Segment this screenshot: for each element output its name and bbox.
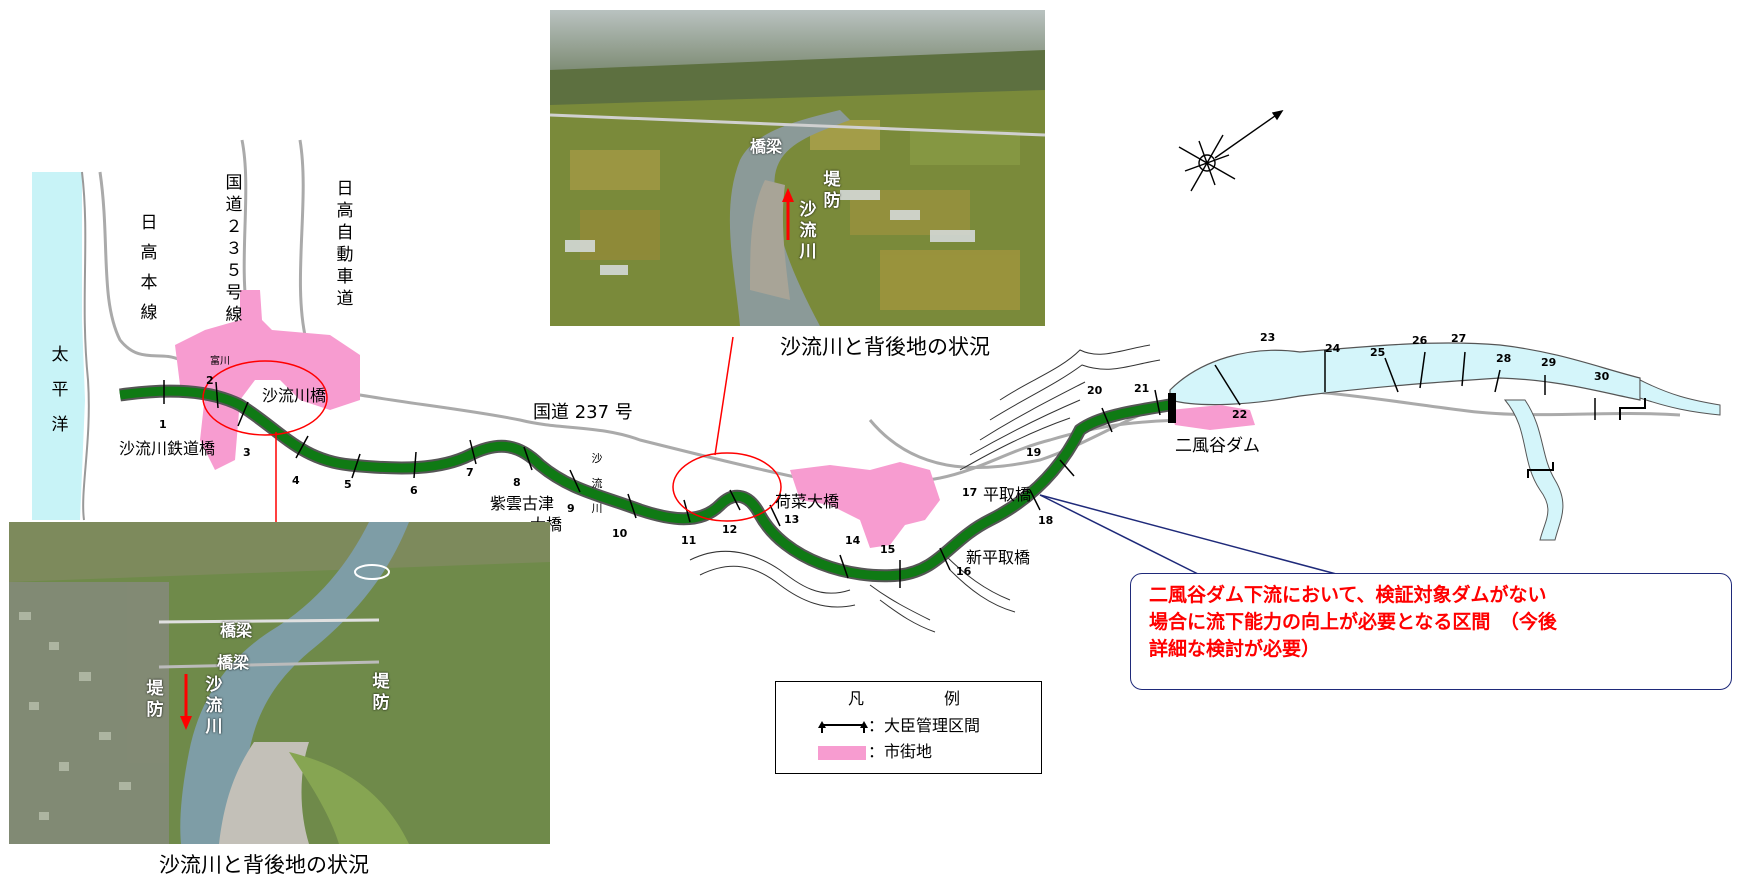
photo-bottom-levee-left-label: 堤防 — [146, 679, 164, 720]
section-number: 24 — [1325, 342, 1341, 355]
section-number: 13 — [784, 513, 800, 526]
shiunkotsu-label: 紫雲古津 — [490, 494, 555, 513]
section-number: 28 — [1496, 352, 1512, 365]
section-number: 3 — [243, 446, 251, 459]
section-number: 18 — [1038, 514, 1054, 527]
river-upstream-end — [1639, 379, 1721, 416]
expressway-label: 日高自動車道 — [336, 179, 354, 309]
bridge-line — [158, 618, 380, 624]
section-number: 9 — [567, 502, 575, 515]
nibutani-dam-label: 二風谷ダム — [1175, 436, 1260, 456]
section-number: 27 — [1451, 332, 1467, 345]
managed-section-bracket-icon — [818, 721, 868, 733]
aerial-photo-upstream: 橋梁 沙流川 堤防 — [550, 10, 1045, 326]
section-number: 22 — [1232, 408, 1248, 421]
section-number: 17 — [962, 486, 978, 499]
reservoir-area — [1169, 342, 1641, 406]
section-number: 4 — [292, 474, 300, 487]
section-number: 10 — [612, 527, 628, 540]
pacific-ocean-label: 太平洋 — [51, 345, 69, 435]
section-number: 11 — [681, 534, 697, 547]
saru-river-label: 沙流川 — [591, 452, 603, 515]
section-number: 1 — [159, 418, 167, 431]
route235-label: 国道２３５号線 — [225, 173, 243, 325]
annotation-marks — [202, 336, 782, 522]
saru-railway-bridge-label: 沙流川鉄道橋 — [119, 439, 216, 458]
callout-line-3: 詳細な検討が必要） — [1149, 638, 1321, 660]
photo-bottom-levee-right-label: 堤防 — [372, 672, 390, 713]
hidaka-line-label: 日高本線 — [140, 213, 158, 323]
photo-top-river-label: 沙流川 — [799, 200, 817, 262]
bridge-line — [158, 660, 380, 669]
section-number: 30 — [1594, 370, 1610, 383]
section-number: 5 — [344, 478, 352, 491]
callout-leaders — [1039, 494, 1341, 576]
section-number: 6 — [410, 484, 418, 497]
section-number: 20 — [1087, 384, 1103, 397]
photo-bottom-bridge1-label: 橋梁 — [220, 621, 253, 640]
coastline — [81, 171, 90, 521]
section-number: 14 — [845, 534, 861, 547]
section-number: 21 — [1134, 382, 1150, 395]
section-number: 7 — [466, 466, 474, 479]
managed-section-line — [119, 386, 1171, 581]
section-number: 2 — [206, 374, 214, 387]
section-number: 8 — [513, 476, 521, 489]
legend-title-2: 例 — [944, 689, 961, 708]
section-ticks — [163, 350, 1596, 588]
nioi-bridge-label: 荷菜大橋 — [775, 492, 840, 511]
legend-title-1: 凡 — [848, 689, 865, 708]
section-number: 12 — [722, 523, 738, 536]
managed-section-bracket-icon — [1527, 398, 1646, 478]
section-number: 15 — [880, 543, 896, 556]
route237-label: 国道 237 号 — [533, 402, 633, 423]
section-number: 23 — [1260, 331, 1276, 344]
pacific-ocean-area — [32, 172, 85, 520]
tomikawa-label: 富川 — [210, 356, 230, 367]
photo-top-levee-label: 堤防 — [823, 170, 841, 211]
saru-bridge-label: 沙流川橋 — [262, 386, 327, 405]
photo-top-caption: 沙流川と背後地の状況 — [780, 335, 990, 359]
map-legend: 凡 例 ：大臣管理区間 ：市街地 — [775, 681, 1042, 774]
new-biratori-bridge-label: 新平取橋 — [966, 548, 1031, 567]
legend-item-managed-section: ：大臣管理区間 — [868, 716, 981, 735]
bridge-line — [550, 113, 1045, 137]
legend-item-urban-area: ：市街地 — [868, 742, 933, 761]
biratori-bridge-label: 平取橋 — [983, 485, 1032, 504]
terrain-contours — [689, 344, 1161, 633]
callout-line-1: 二風谷ダム下流において、検証対象ダムがない — [1149, 584, 1547, 606]
photo-bottom-river-label: 沙流川 — [205, 675, 223, 737]
section-number: 25 — [1370, 346, 1386, 359]
legend-urban-swatch — [818, 746, 866, 760]
aerial-photo-downstream: 橋梁 橋梁 沙流川 堤防 堤防 — [9, 522, 550, 844]
compass-rose-icon — [1178, 109, 1284, 192]
section-number: 26 — [1412, 334, 1428, 347]
flow-capacity-callout: 二風谷ダム下流において、検証対象ダムがない 場合に流下能力の向上が必要となる区間… — [1130, 573, 1732, 690]
photo-top-bridge-label: 橋梁 — [750, 137, 783, 156]
section-number: 19 — [1026, 446, 1042, 459]
photo-bottom-caption: 沙流川と背後地の状況 — [159, 853, 369, 877]
nibutani-dam-marker — [1168, 393, 1176, 423]
section-number: 29 — [1541, 356, 1557, 369]
photo-bottom-bridge2-label: 橋梁 — [217, 653, 250, 672]
section-number: 16 — [956, 565, 972, 578]
callout-line-2: 場合に流下能力の向上が必要となる区間 （今後 — [1149, 611, 1557, 633]
